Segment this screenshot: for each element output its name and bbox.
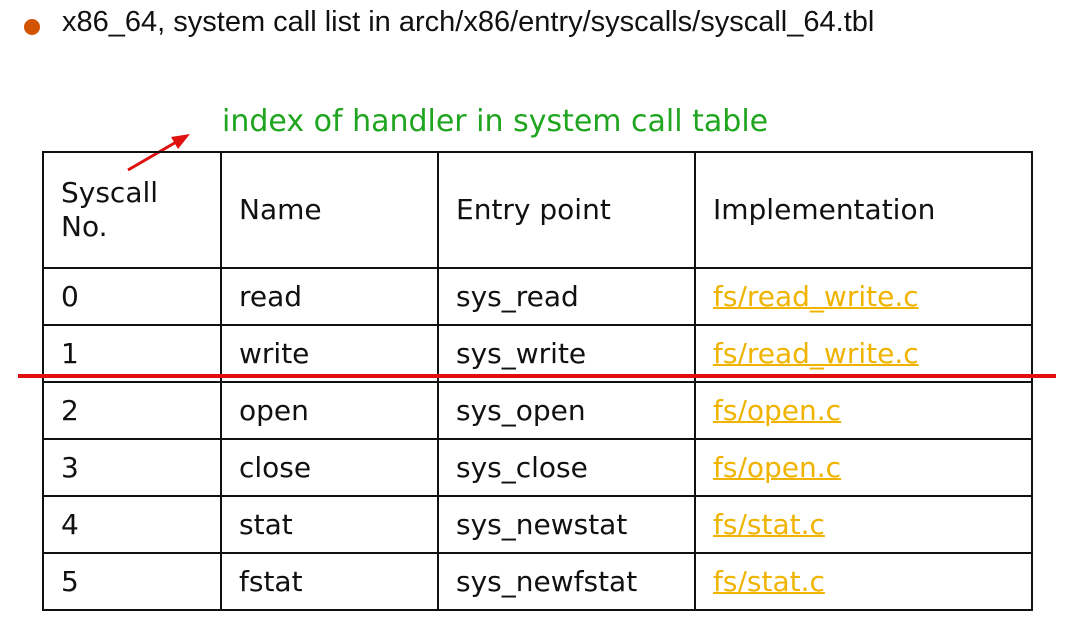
cell-entry-point: sys_newfstat (437, 552, 696, 611)
red-divider-line (18, 374, 1056, 378)
table-row: 5 fstat sys_newfstat fs/stat.c (42, 552, 1033, 611)
cell-name: fstat (220, 552, 439, 611)
header-implementation: Implementation (694, 151, 1033, 269)
cell-implementation: fs/open.c (694, 438, 1033, 497)
table-row: 2 open sys_open fs/open.c (42, 381, 1033, 440)
implementation-link[interactable]: fs/read_write.c (713, 280, 919, 313)
cell-entry-point: sys_open (437, 381, 696, 440)
cell-implementation: fs/read_write.c (694, 267, 1033, 326)
cell-entry-point: sys_write (437, 324, 696, 383)
cell-name: stat (220, 495, 439, 554)
implementation-link[interactable]: fs/read_write.c (713, 337, 919, 370)
cell-implementation: fs/read_write.c (694, 324, 1033, 383)
table-row: 1 write sys_write fs/read_write.c (42, 324, 1033, 383)
cell-entry-point: sys_read (437, 267, 696, 326)
table-row: 3 close sys_close fs/open.c (42, 438, 1033, 497)
header-entry-point: Entry point (437, 151, 696, 269)
cell-syscall-no: 2 (42, 381, 222, 440)
cell-entry-point: sys_newstat (437, 495, 696, 554)
cell-syscall-no: 0 (42, 267, 222, 326)
implementation-link[interactable]: fs/open.c (713, 394, 842, 427)
bullet-dot (24, 19, 40, 35)
cell-entry-point: sys_close (437, 438, 696, 497)
implementation-link[interactable]: fs/stat.c (713, 508, 825, 541)
headline: x86_64, system call list in arch/x86/ent… (62, 6, 875, 38)
cell-implementation: fs/stat.c (694, 495, 1033, 554)
cell-name: open (220, 381, 439, 440)
table-row: 0 read sys_read fs/read_write.c (42, 267, 1033, 326)
cell-syscall-no: 5 (42, 552, 222, 611)
cell-syscall-no: 4 (42, 495, 222, 554)
cell-syscall-no: 3 (42, 438, 222, 497)
cell-name: close (220, 438, 439, 497)
header-syscall-no-line1: Syscall (61, 176, 159, 209)
table-row: 4 stat sys_newstat fs/stat.c (42, 495, 1033, 554)
cell-implementation: fs/stat.c (694, 552, 1033, 611)
annotation-label: index of handler in system call table (222, 104, 769, 139)
header-syscall-no-line2: No. (61, 210, 108, 243)
header-name: Name (220, 151, 439, 269)
implementation-link[interactable]: fs/open.c (713, 451, 842, 484)
cell-name: write (220, 324, 439, 383)
cell-syscall-no: 1 (42, 324, 222, 383)
cell-name: read (220, 267, 439, 326)
implementation-link[interactable]: fs/stat.c (713, 565, 825, 598)
cell-implementation: fs/open.c (694, 381, 1033, 440)
